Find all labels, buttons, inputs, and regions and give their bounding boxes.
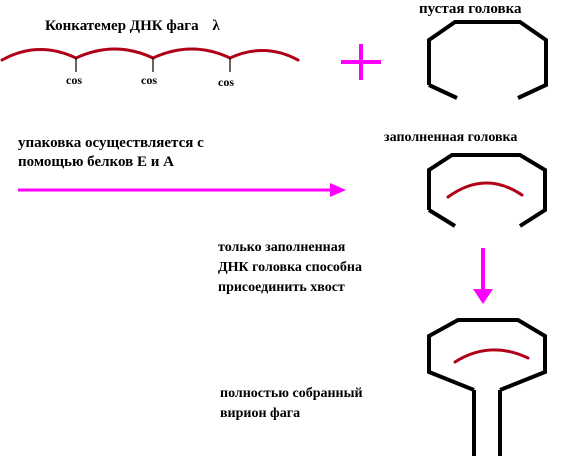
- virion-text-line2: вирион фага: [220, 406, 301, 421]
- dna-segment: [228, 48, 300, 62]
- packaged-dna: [446, 181, 524, 199]
- packaging-text-line1: упаковка осуществляется с: [18, 135, 204, 151]
- lambda-symbol: λ: [212, 18, 220, 34]
- cos-label: cos: [218, 75, 234, 89]
- dna-concatemer: [0, 47, 300, 62]
- concatemer-title: Конкатемер ДНК фага λ: [45, 18, 220, 34]
- empty-head-label: пустая головка: [419, 1, 522, 17]
- virion-text-line1: полностью собранный: [220, 386, 363, 401]
- virion-icon: [427, 318, 547, 456]
- down-arrow: [473, 248, 493, 304]
- dna-segment: [151, 47, 232, 60]
- cos-label: cos: [66, 73, 82, 87]
- filled-head-label: заполненная головка: [384, 130, 518, 145]
- cos-label: cos: [141, 73, 157, 87]
- cos-ticks: [75, 58, 231, 72]
- tail-text-line1: только заполненная: [218, 240, 346, 255]
- dna-segment: [0, 48, 78, 62]
- plus-icon: [341, 44, 381, 80]
- packaging-arrow: [18, 183, 346, 197]
- empty-head-icon: [427, 20, 548, 100]
- tail-text-line2: ДНК головка способна: [218, 260, 362, 275]
- tail-text-line3: присоединить хвост: [218, 280, 345, 295]
- packaging-text-line2: помощью белков Е и А: [18, 154, 174, 170]
- dna-segment: [74, 47, 155, 60]
- packaged-dna: [453, 348, 530, 364]
- filled-head-icon: [427, 153, 547, 228]
